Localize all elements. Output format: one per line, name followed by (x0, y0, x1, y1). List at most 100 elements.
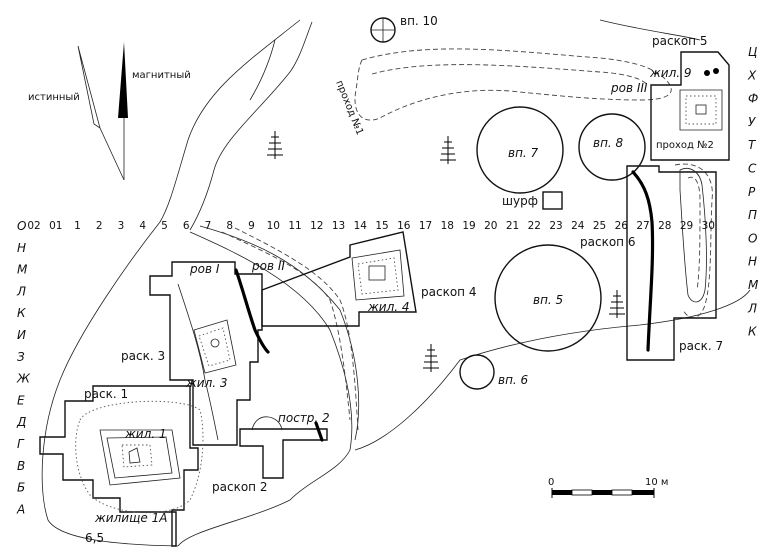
grid-column-label: 19 (462, 220, 475, 232)
grid-row-label: О (748, 231, 757, 245)
magnetic-north-arrow (118, 42, 128, 118)
pit-5-label: вп. 5 (533, 293, 563, 307)
grid-row-label: Н (748, 255, 757, 269)
grid-row-label: П (748, 208, 757, 222)
grid-row-label: В (17, 459, 25, 473)
grid-row-label: Т (748, 138, 757, 152)
dwelling-9-label: жил. 9 (649, 66, 692, 80)
moat-3-label: ров III (610, 81, 648, 95)
pit-8 (578, 113, 646, 181)
grid-column-label: 27 (636, 220, 649, 232)
test-pit (542, 191, 563, 210)
grid-row-label: Б (17, 481, 25, 495)
grid-column-label: 6 (183, 220, 190, 232)
grid-row-label: К (17, 306, 26, 320)
grid-row-label: Е (17, 393, 25, 407)
excavation-6: раскоп 6 раск. 7 (580, 165, 723, 361)
grid-column-label: 15 (375, 220, 388, 232)
grid-column-label: 11 (288, 220, 301, 232)
scale-end-label: 10 м (645, 477, 668, 488)
grid-row-label: И (17, 328, 26, 342)
tree-icon (267, 131, 283, 159)
true-north-label: истинный (28, 92, 80, 103)
grid-row-label: Р (748, 185, 756, 199)
grid-row-label: А (16, 502, 25, 516)
excavation-4: раскоп 4 жил. 4 (261, 231, 476, 327)
grid-column-label: 2 (96, 220, 103, 232)
dwelling-4-label: жил. 4 (367, 300, 410, 314)
tree-icon (423, 344, 439, 372)
grid-row-label: Ц (748, 45, 757, 59)
scale-start-label: 0 (548, 477, 554, 488)
grid-row-label: М (748, 278, 759, 292)
grid-column-label: 12 (310, 220, 323, 232)
dwelling-1-label: жил. 1 (124, 427, 167, 441)
pit-8-label: вп. 8 (593, 136, 624, 150)
excavation-1: раск. 1 жил. 1 жилище 1А 6,5 (39, 385, 204, 547)
grid-row-label: Н (17, 241, 26, 255)
grid-column-label: 5 (161, 220, 168, 232)
grid-column-label: 9 (248, 220, 255, 232)
grid-column-label: 14 (354, 220, 368, 232)
dwelling-1a-label: жилище 1А (94, 511, 167, 525)
test-pit-label: шурф (502, 194, 538, 208)
grid-column-label: 28 (658, 220, 671, 232)
moat-dashed-lines (221, 48, 713, 431)
excavation-6-label: раскоп 6 (580, 235, 635, 249)
grid-column-label: 18 (441, 220, 454, 232)
grid-column-label: 30 (702, 220, 715, 232)
passage-1-label: проход №1 (333, 79, 365, 137)
grid-column-label: 01 (49, 220, 62, 232)
grid-column-label: 24 (571, 220, 585, 232)
magnetic-north-label: магнитный (132, 70, 191, 81)
pit-6 (459, 354, 495, 390)
pit-7 (476, 106, 564, 194)
moat-2-label: ров II (251, 259, 285, 273)
grid-column-label: 13 (332, 220, 345, 232)
grid-row-label: Л (16, 284, 26, 298)
scale-bar: 0 10 м (548, 477, 668, 498)
grid-column-label: 02 (27, 220, 40, 232)
grid-column-label: 26 (615, 220, 629, 232)
grid-column-label: 10 (267, 220, 280, 232)
grid-row-label: Л (747, 301, 757, 315)
pits: вп. 10 вп. 7 вп. 8 вп. 5 вп. 6 шурф (370, 14, 646, 390)
pit-6-label: вп. 6 (498, 373, 529, 387)
excavation-5: раскоп 5 жил. 9 ров III проход №2 (610, 34, 730, 161)
grid-column-label: 16 (397, 220, 411, 232)
pit-5 (494, 244, 602, 352)
excavation-1-label: раск. 1 (84, 387, 128, 401)
grid-row-label: Ф (748, 92, 758, 106)
grid-row-label: Х (747, 68, 757, 82)
excavation-3-label: раск. 3 (121, 349, 165, 363)
grid-row-label: Г (17, 437, 25, 451)
elevation-label: 6,5 (85, 531, 104, 545)
true-north-arrow (77, 45, 101, 129)
tree-icon (609, 290, 625, 318)
grid-row-label: З (17, 350, 25, 364)
excavation-2: постр. 2 раскоп 2 (212, 411, 330, 494)
terrain-lines (41, 19, 751, 547)
excavation-4-label: раскоп 4 (421, 285, 476, 299)
north-arrows: истинный магнитный (28, 42, 191, 181)
grid-row-label: Д (16, 415, 26, 429)
grid-column-label: 8 (226, 220, 233, 232)
grid-column-label: 17 (419, 220, 432, 232)
grid-column-label: 21 (506, 220, 519, 232)
excavation-7-label: раск. 7 (679, 339, 723, 353)
grid-column-label: 22 (528, 220, 541, 232)
grid-row-label: М (17, 263, 28, 277)
grid-row-label: С (748, 162, 757, 176)
grid-row-label: У (748, 115, 756, 129)
pit-10-label: вп. 10 (400, 14, 438, 28)
excavation-5-label: раскоп 5 (652, 34, 707, 48)
grid-column-label: 4 (139, 220, 146, 232)
passage-2-label: проход №2 (656, 140, 714, 151)
grid-row-label: О (17, 219, 26, 233)
grid-column-label: 3 (118, 220, 125, 232)
building-2-label: постр. 2 (278, 411, 330, 425)
